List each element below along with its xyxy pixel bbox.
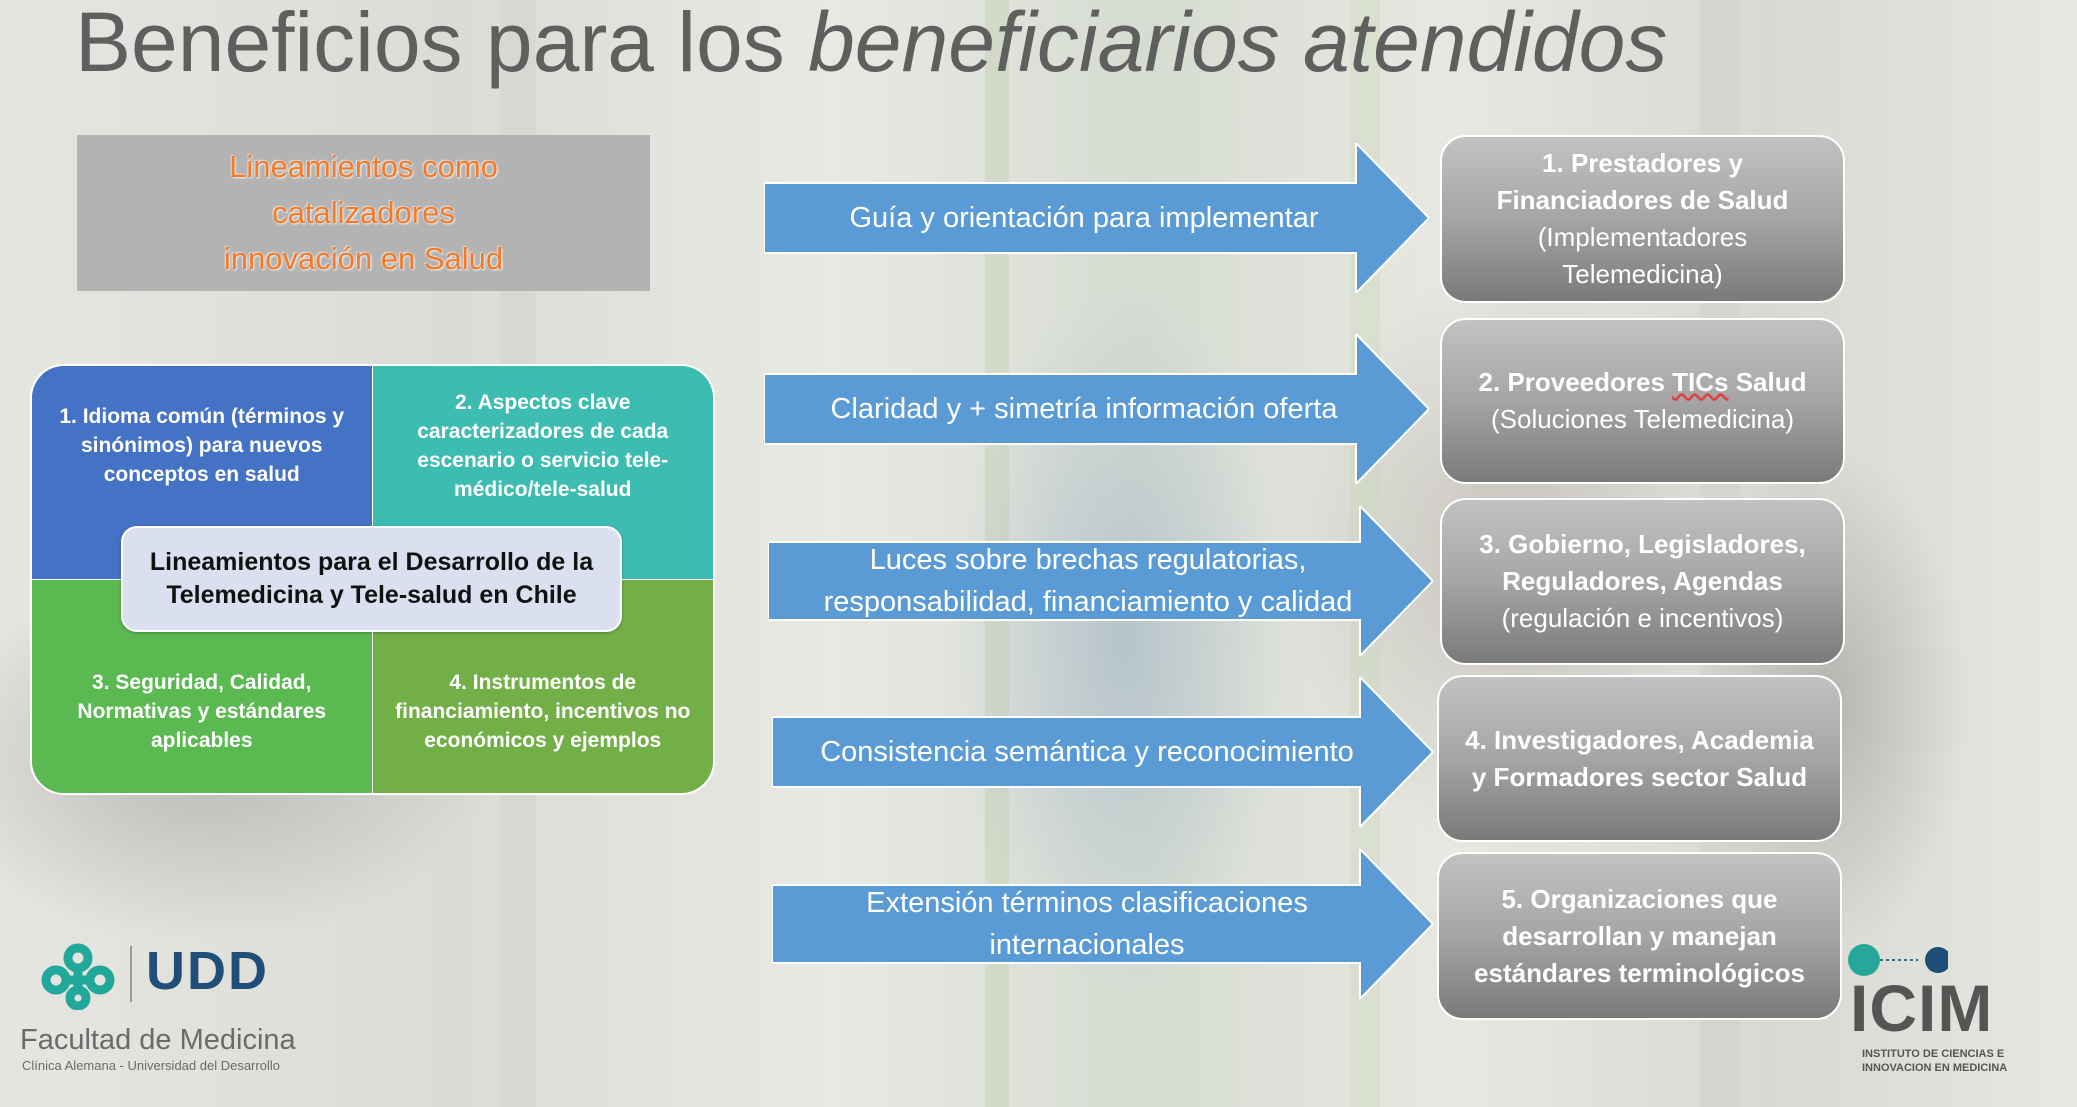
udd-logo: UDD Facultad de Medicina Clínica Alemana… [18, 940, 318, 1073]
stakeholder-card: 2. Proveedores TICs Salud (Soluciones Te… [1440, 318, 1845, 484]
stakeholder-line: 3. Gobierno, Legisladores, [1479, 529, 1806, 559]
catalyst-line: innovación en Salud [223, 241, 504, 276]
icim-dots-icon [1848, 944, 1948, 976]
benefit-arrow: Luces sobre brechas regulatorias, respon… [768, 506, 1433, 656]
udd-subtitle: Clínica Alemana - Universidad del Desarr… [22, 1058, 280, 1073]
quadrant-4-text: 4. Instrumentos de financiamiento, incen… [395, 671, 691, 752]
title-normal: Beneficios para los [75, 0, 809, 89]
arrow-shape [772, 849, 1435, 999]
arrow-label: Consistencia semántica y reconocimiento [820, 736, 1354, 768]
benefit-arrow: Claridad y + simetría información oferta [764, 334, 1429, 484]
catalyst-box: Lineamientos como catalizadores innovaci… [77, 135, 650, 291]
quadrant-1-text: 1. Idioma común (términos y sinónimos) p… [59, 405, 345, 486]
stakeholder-line: y Formadores sector Salud [1471, 761, 1808, 792]
stakeholder-card: 5. Organizaciones que desarrollan y mane… [1437, 852, 1842, 1020]
icim-line: INSTITUTO DE CIENCIAS E [1862, 1048, 2005, 1060]
logo-divider [130, 946, 132, 1002]
arrow-label: Extensión términos clasificaciones inter… [866, 887, 1308, 961]
stakeholder-line: desarrollan y manejan [1502, 920, 1777, 951]
catalyst-line: catalizadores [272, 195, 455, 230]
stakeholder-line: 1. Prestadores y [1542, 148, 1743, 178]
icim-wordmark: ICIM [1850, 971, 1994, 1045]
stakeholder-card: 4. Investigadores, Academia y Formadores… [1437, 675, 1842, 842]
icim-logo: ICIM INSTITUTO DE CIENCIAS E INNOVACION … [1838, 940, 2058, 1080]
stakeholder-line: 2. Proveedores TICs Salud [1478, 364, 1806, 401]
stakeholder-line: estándares terminológicos [1474, 957, 1805, 988]
stakeholder-line: 5. Organizaciones que [1501, 883, 1778, 914]
catalyst-text: Lineamientos como catalizadores innovaci… [77, 144, 650, 282]
center-card-text: Lineamientos para el Desarrollo de la Te… [149, 548, 594, 609]
udd-wordmark: UDD [146, 941, 269, 1001]
icim-line: INNOVACION EN MEDICINA [1862, 1062, 2008, 1074]
stakeholder-line: (regulación e incentivos) [1501, 603, 1784, 633]
stakeholder-card: 3. Gobierno, Legisladores, Reguladores, … [1440, 498, 1845, 665]
stakeholder-card: 1. Prestadores y Financiadores de Salud … [1440, 135, 1845, 303]
udd-faculty: Facultad de Medicina [20, 1024, 296, 1056]
quadrant-4: 4. Instrumentos de financiamiento, incen… [372, 579, 713, 793]
catalyst-line: Lineamientos como [229, 149, 498, 184]
center-card: Lineamientos para el Desarrollo de la Te… [121, 526, 622, 632]
quadrant-3-text: 3. Seguridad, Calidad, Normativas y está… [77, 671, 327, 752]
stakeholder-line: (Soluciones Telemedicina) [1490, 404, 1794, 434]
stakeholder-line: 4. Investigadores, Academia [1465, 724, 1814, 755]
stakeholder-line: (Implementadores [1537, 222, 1748, 252]
stakeholder-line: Financiadores de Salud [1496, 185, 1789, 215]
stakeholder-line: Telemedicina) [1562, 259, 1723, 289]
quadrant-2-text: 2. Aspectos clave caracterizadores de ca… [417, 391, 669, 501]
spellcheck-mark: TICs [1672, 367, 1729, 397]
title-italic: beneficiarios atendidos [808, 0, 1668, 89]
slide-title: Beneficios para los beneficiarios atendi… [75, 0, 1975, 90]
benefit-arrow: Guía y orientación para implementar [764, 143, 1429, 293]
benefit-arrow: Consistencia semántica y reconocimiento [772, 677, 1437, 827]
arrow-shape [764, 334, 1429, 484]
arrow-label: Luces sobre brechas regulatorias, respon… [823, 544, 1353, 618]
arrow-label: Guía y orientación para implementar [849, 202, 1319, 234]
stakeholder-text: 2. Proveedores [1478, 367, 1673, 397]
benefit-arrow: Extensión términos clasificaciones inter… [772, 849, 1437, 999]
arrow-shape [764, 143, 1429, 293]
arrow-label: Claridad y + simetría información oferta [830, 393, 1338, 425]
stakeholder-line: Reguladores, Agendas [1502, 566, 1783, 596]
udd-emblem-icon [41, 943, 115, 1010]
stakeholder-text: Salud [1728, 367, 1807, 397]
arrow-shape [768, 506, 1433, 656]
arrow-shape [772, 677, 1435, 827]
